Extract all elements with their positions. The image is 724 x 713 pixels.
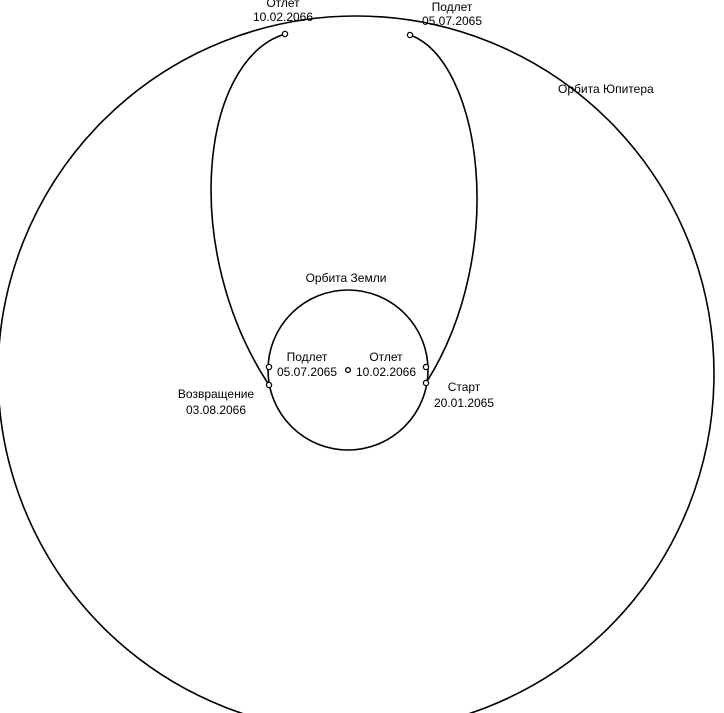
outbound-trajectory xyxy=(409,34,478,384)
jupiter-flyby-point xyxy=(406,31,414,39)
earth-orbit-label: Орбита Земли xyxy=(306,271,387,285)
jupiter-departure-point xyxy=(281,30,289,38)
start-date: 20.01.2065 xyxy=(434,396,494,410)
jupiter-orbit xyxy=(0,15,715,713)
earth-departure-title: Отлет xyxy=(369,350,403,364)
sun-point xyxy=(344,366,352,374)
jupiter-flyby-date: 05.07.2065 xyxy=(422,14,482,28)
earth-flyby-point xyxy=(265,363,273,371)
return-point xyxy=(265,381,273,389)
earth-departure-date: 10.02.2066 xyxy=(356,365,416,379)
earth-departure-point xyxy=(422,363,430,371)
return-title: Возвращение xyxy=(178,387,255,401)
return-trajectory xyxy=(210,33,286,386)
earth-flyby-date: 05.07.2065 xyxy=(277,365,337,379)
jupiter-orbit-label: Орбита Юпитера xyxy=(558,82,654,96)
earth-flyby-title: Подлет xyxy=(287,350,328,364)
jupiter-flyby-title: Подлет xyxy=(432,0,473,14)
jupiter-departure-title: Отлет xyxy=(266,0,300,10)
start-title: Старт xyxy=(448,380,481,394)
return-date: 03.08.2066 xyxy=(186,403,246,417)
start-point xyxy=(422,379,430,387)
jupiter-departure-date: 10.02.2066 xyxy=(253,10,313,24)
